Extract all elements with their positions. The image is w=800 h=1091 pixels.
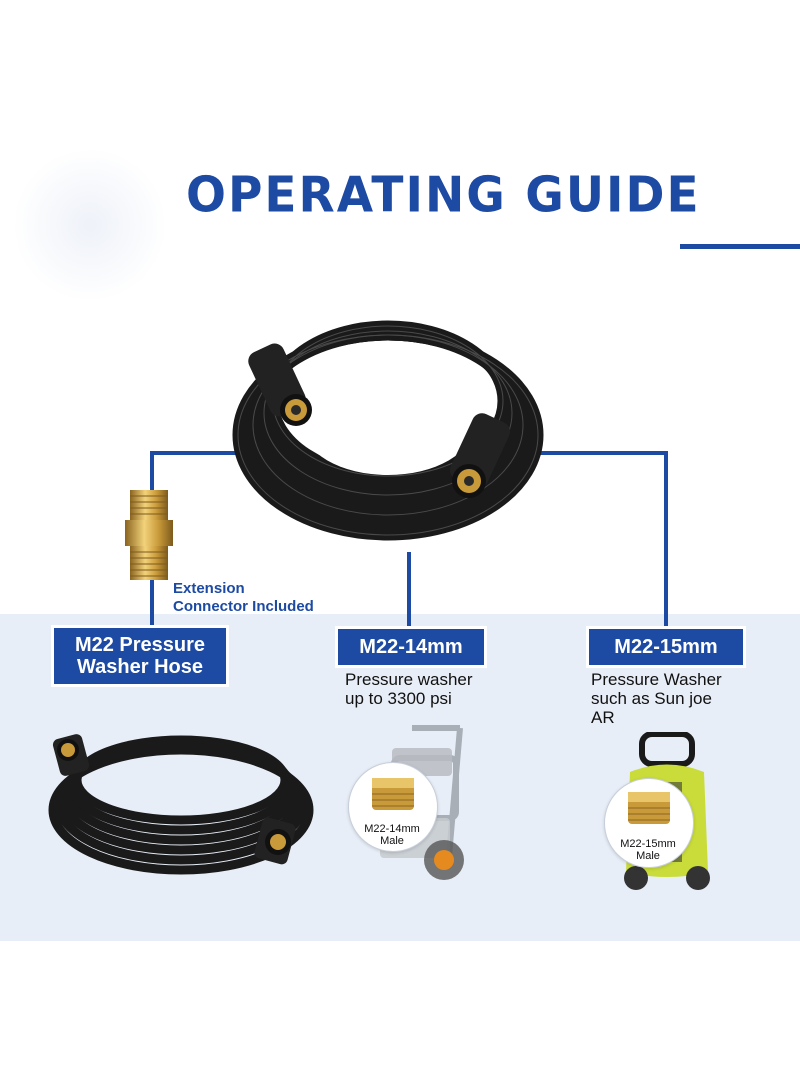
m22-14mm-brass-fitting-image: [372, 778, 414, 810]
m22-15mm-brass-fitting-image: [628, 792, 670, 824]
m22-14mm-description-line2: up to 3300 psi: [345, 689, 452, 708]
m22-hose-label-line2: Washer Hose: [77, 656, 203, 678]
coiled-hose-image: [232, 320, 544, 541]
m22-hose-label-line1: M22 Pressure: [74, 634, 206, 656]
m22-14mm-fitting-callout: [348, 762, 438, 852]
title-underline: [680, 244, 800, 249]
m22-15mm-description-line3: AR: [591, 708, 615, 727]
small-hose-coil-image: [48, 734, 314, 875]
m22-14mm-fitting-caption-line2: Male: [380, 835, 404, 847]
m22-14mm-description-line1: Pressure washer: [345, 670, 473, 689]
m22-15mm-label: M22-15mm: [589, 629, 743, 665]
m22-15mm-fitting-caption: M22-15mm Male: [608, 838, 688, 862]
extension-caption-line1: Extension: [173, 580, 245, 597]
page-title: OPERATING GUIDE: [186, 166, 701, 224]
extension-caption-line2: Connector Included: [173, 598, 314, 615]
m22-14mm-label: M22-14mm: [338, 629, 484, 665]
m22-15mm-description-line2: such as Sun joe: [591, 689, 712, 708]
background-watermark: [10, 150, 170, 300]
m22-hose-label: M22 Pressure Washer Hose: [54, 628, 226, 684]
extension-connector-caption: Extension Connector Included: [173, 580, 314, 616]
m22-15mm-fitting-caption-line2: Male: [636, 850, 660, 862]
m22-15mm-description: Pressure Washer such as Sun joe AR: [591, 670, 751, 727]
connector-line-right-vertical: [664, 451, 668, 629]
m22-14mm-description: Pressure washer up to 3300 psi: [345, 670, 505, 708]
extension-connector-image: [125, 490, 173, 580]
m22-14mm-fitting-caption: M22-14mm Male: [352, 823, 432, 847]
m22-15mm-description-line1: Pressure Washer: [591, 670, 722, 689]
m22-14mm-fitting-caption-line1: M22-14mm: [364, 823, 420, 835]
m22-15mm-fitting-caption-line1: M22-15mm: [620, 838, 676, 850]
connector-line-left-horizontal: [150, 451, 252, 455]
connector-line-middle: [407, 552, 411, 630]
connector-line-right-horizontal: [535, 451, 667, 455]
